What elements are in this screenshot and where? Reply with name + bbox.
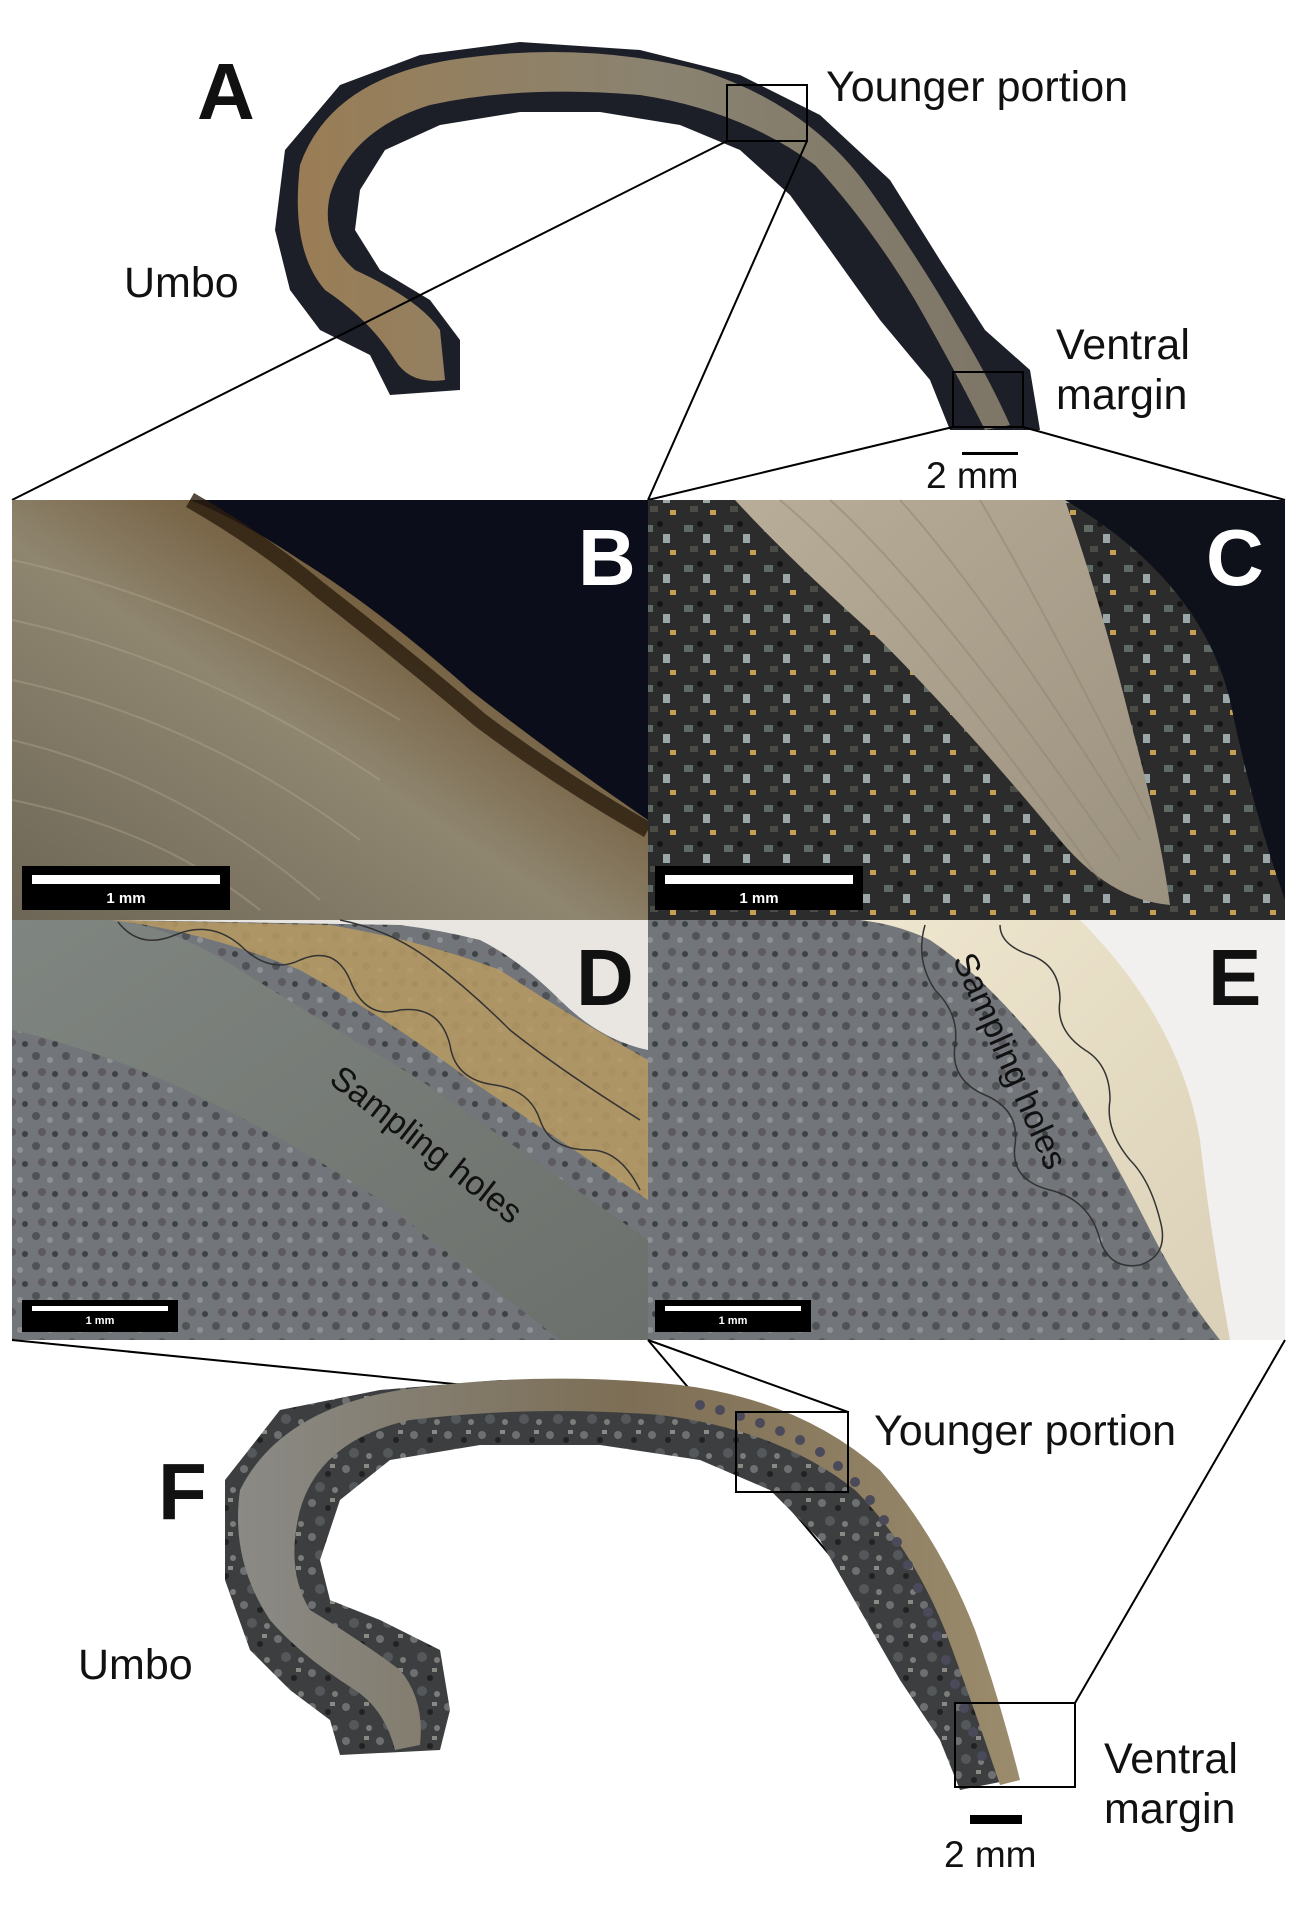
panel-f-label-younger: Younger portion xyxy=(874,1407,1177,1455)
panel-e-scale-bar xyxy=(665,1306,801,1311)
panel-a-letter: A xyxy=(197,47,255,136)
panel-a-label-ventral-2: margin xyxy=(1056,371,1188,419)
connector-lines-a xyxy=(11,140,1286,501)
panel-f-letter: F xyxy=(158,1447,207,1536)
panel-f-label-umbo: Umbo xyxy=(78,1641,193,1689)
panel-f-scale-label: 2 mm xyxy=(944,1834,1037,1875)
panel-e-sampling-outline xyxy=(920,924,1164,1267)
panel-b-micrograph xyxy=(11,493,652,920)
panel-f-label-ventral-2: margin xyxy=(1104,1785,1236,1833)
panel-f-box-younger xyxy=(735,1411,849,1493)
panel-c-scale-box: 1 mm xyxy=(655,866,863,910)
panel-b-scale-bar xyxy=(32,875,220,884)
panel-f-shell xyxy=(238,1378,1020,1785)
panel-c-scale-label: 1 mm xyxy=(739,890,779,907)
panel-d-scale-bar xyxy=(32,1306,168,1311)
panel-a-scale-label: 2 mm xyxy=(926,455,1019,496)
panel-d-scale-label: 1 mm xyxy=(85,1315,115,1327)
panel-f-label-ventral-1: Ventral xyxy=(1104,1735,1238,1783)
panel-f-scale-bar xyxy=(970,1815,1022,1824)
panel-c-letter: C xyxy=(1206,513,1264,602)
panel-c-micrograph xyxy=(648,499,1285,920)
panel-a-scale-bar xyxy=(962,452,1018,455)
panel-b-scale-label: 1 mm xyxy=(106,890,146,907)
panel-a-box-younger xyxy=(726,84,808,142)
panel-d-sampling-outline xyxy=(117,921,641,1191)
panel-b-scale-box: 1 mm xyxy=(22,866,230,910)
panel-d-letter: D xyxy=(576,933,634,1022)
panel-e-letter: E xyxy=(1208,933,1262,1022)
panel-e-scale-box: 1 mm xyxy=(655,1300,811,1332)
panel-a-box-ventral xyxy=(952,371,1024,428)
panel-f-box-ventral xyxy=(954,1702,1076,1788)
panel-e-scale-label: 1 mm xyxy=(718,1315,748,1327)
panel-a-label-younger: Younger portion xyxy=(826,63,1129,111)
panel-a-label-umbo: Umbo xyxy=(124,259,239,307)
panel-f-sediment xyxy=(225,1380,1010,1790)
panel-a-shell xyxy=(297,52,1010,430)
panel-a-label-ventral-1: Ventral xyxy=(1056,321,1190,369)
panel-c-scale-bar xyxy=(665,875,853,884)
panel-d-scale-box: 1 mm xyxy=(22,1300,178,1332)
panel-b-letter: B xyxy=(578,513,636,602)
panel-f-overview xyxy=(225,1378,1076,1790)
panel-e-photo xyxy=(648,920,1285,1340)
panel-d-photo xyxy=(12,919,648,1340)
panel-a-overview xyxy=(275,42,1040,430)
